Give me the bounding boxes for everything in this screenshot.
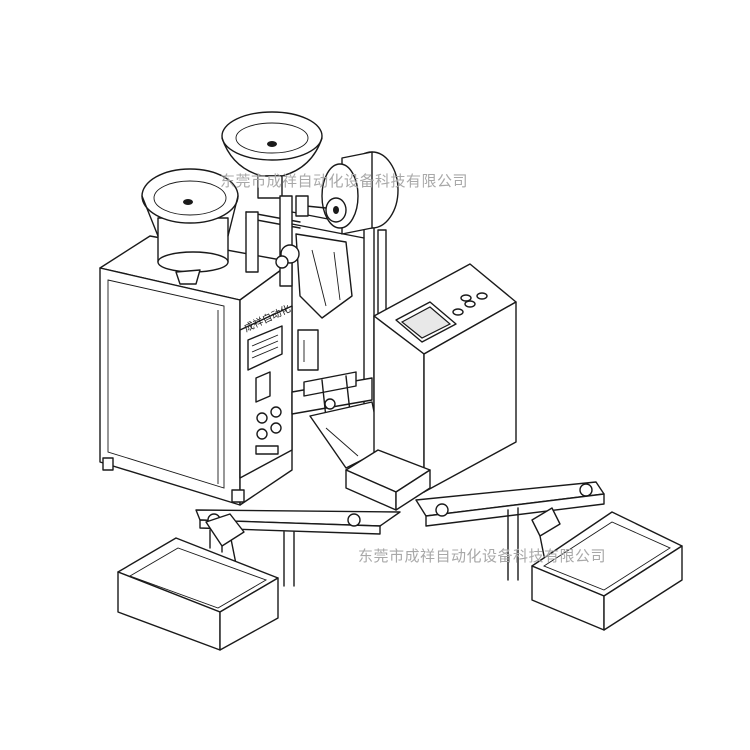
control-cabinet — [373, 263, 517, 493]
conveyor-right — [415, 481, 605, 581]
center-tray — [345, 449, 431, 511]
watermark-top: 东莞市成祥自动化设备科技有限公司 — [220, 172, 468, 190]
bowl-feeder-left — [141, 168, 239, 285]
control-panel — [239, 305, 293, 479]
discharge-chute — [309, 401, 383, 469]
collection-box-left — [117, 537, 279, 651]
bag-former — [275, 233, 353, 371]
collection-box-right — [531, 511, 683, 631]
sealing-jaws — [291, 371, 373, 419]
watermark-bottom: 东莞市成祥自动化设备科技有限公司 — [358, 547, 606, 565]
conveyor-left — [195, 509, 401, 587]
film-roll — [295, 151, 399, 235]
